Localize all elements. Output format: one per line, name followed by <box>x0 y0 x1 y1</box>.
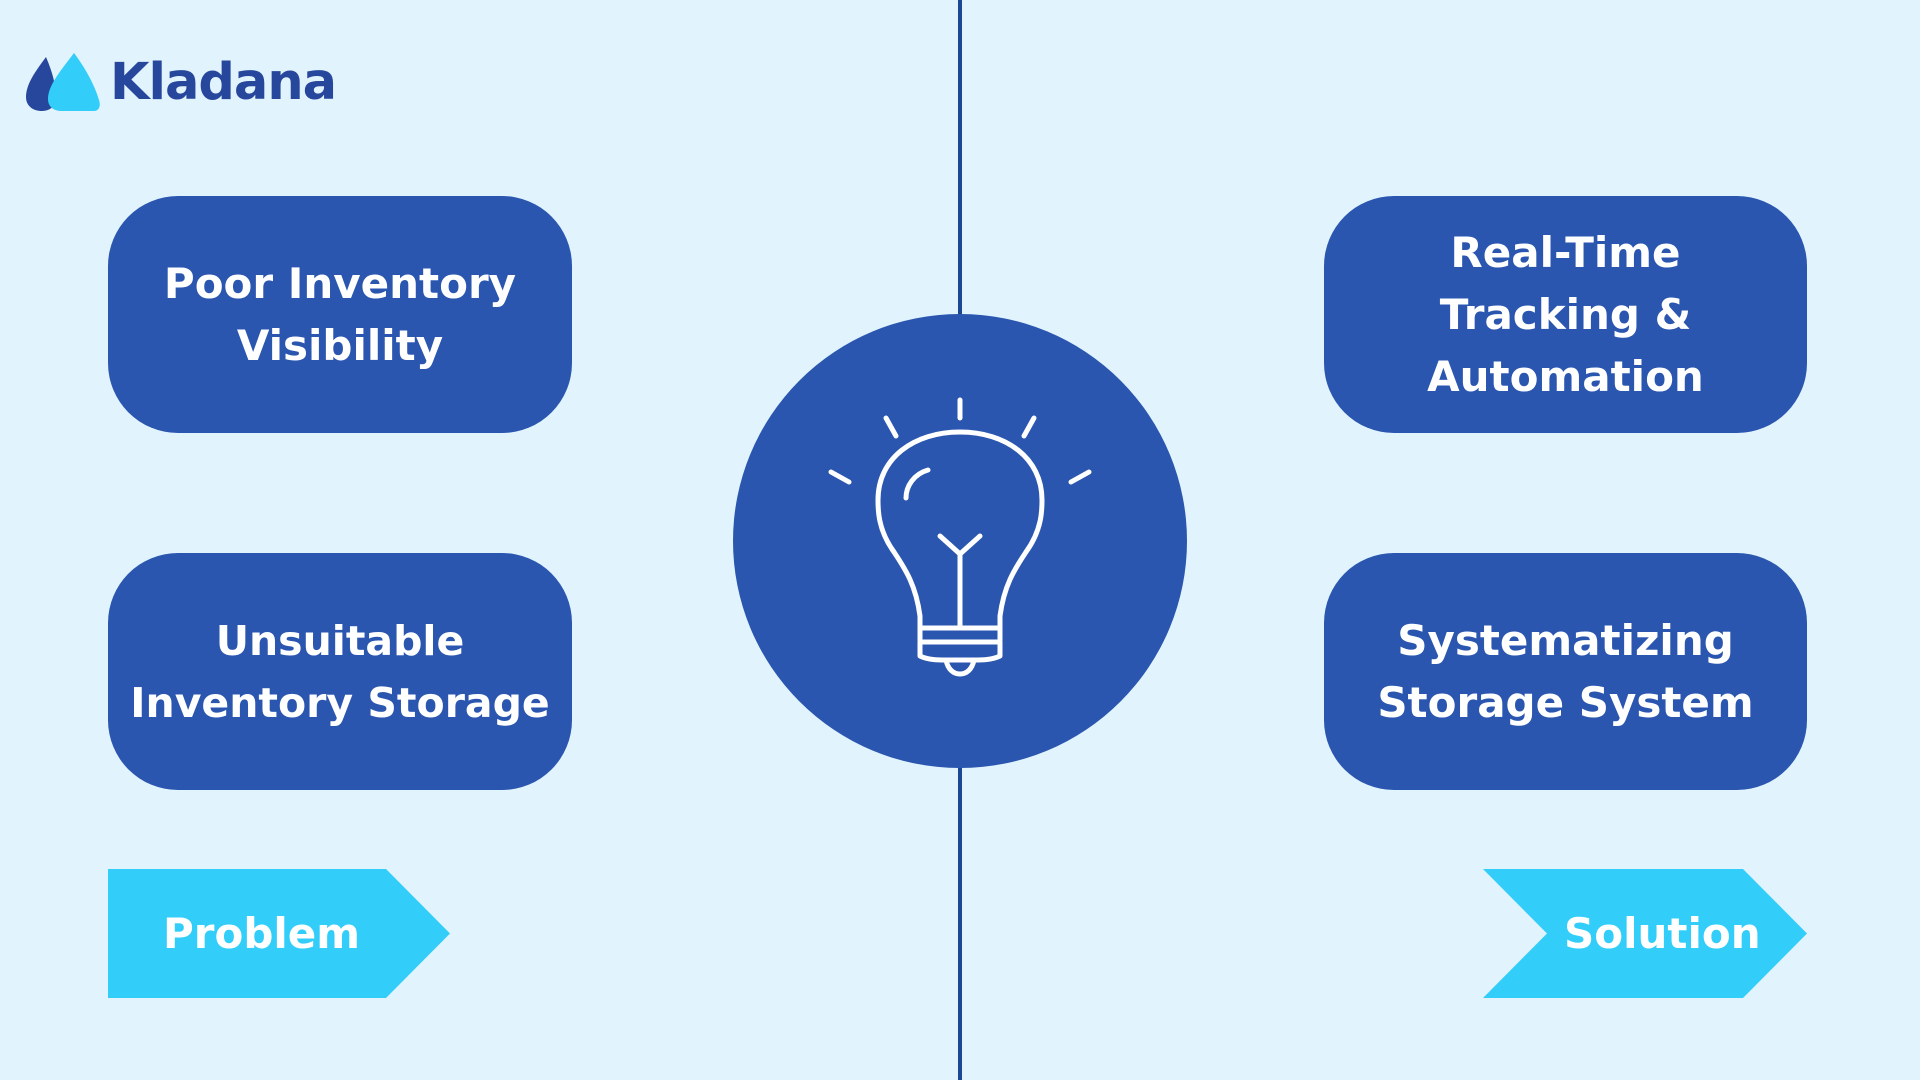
solution-card-real-time-tracking: Real-Time Tracking & Automation <box>1324 196 1807 433</box>
problem-card-poor-inventory-visibility: Poor Inventory Visibility <box>108 196 572 433</box>
problem-tag-label: Problem <box>163 909 361 958</box>
solution-tag-label: Solution <box>1564 909 1761 958</box>
problem-card-label: Poor Inventory Visibility <box>163 258 517 370</box>
problem-tag-shape <box>108 869 450 998</box>
kladana-drops-logo-icon <box>26 53 100 111</box>
brand-name: Kladana <box>110 52 337 112</box>
lightbulb-icon <box>828 397 1092 677</box>
brand-logo: Kladana <box>24 50 337 114</box>
center-circle <box>733 314 1187 768</box>
solution-card-label: Systematizing Storage System <box>1377 615 1754 727</box>
problem-card-unsuitable-inventory-storage: Unsuitable Inventory Storage <box>108 553 572 790</box>
solution-tag: Solution <box>1483 869 1807 998</box>
solution-card-label: Real-Time Tracking & Automation <box>1427 227 1704 401</box>
solution-tag-shape <box>1483 869 1807 998</box>
solution-card-systematizing-storage: Systematizing Storage System <box>1324 553 1807 790</box>
problem-card-label: Unsuitable Inventory Storage <box>130 616 550 727</box>
problem-tag: Problem <box>108 869 450 998</box>
